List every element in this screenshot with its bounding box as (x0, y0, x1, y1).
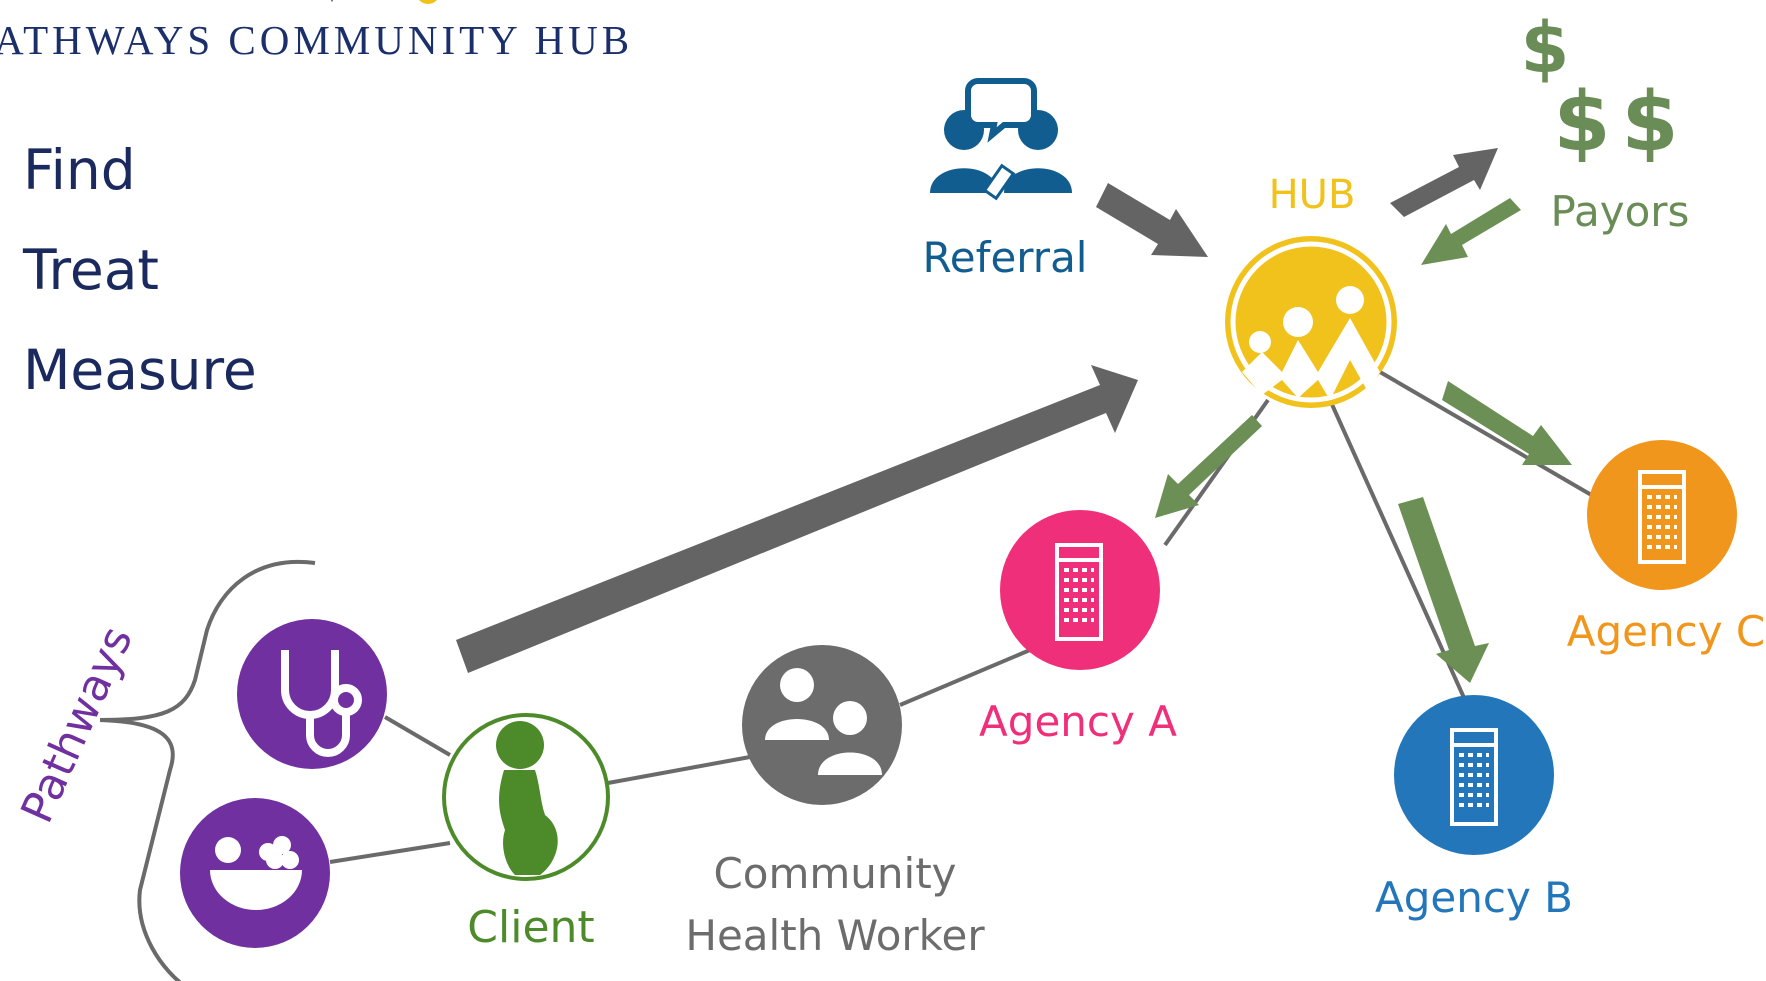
steps-list: . Find . Treat . Measure (0, 130, 257, 430)
arrow-hub-to-payors (1390, 148, 1498, 217)
step-treat: . Treat (0, 238, 159, 302)
arrow-hub-to-agency-b (1398, 497, 1489, 683)
client-label: Client (467, 902, 594, 953)
svg-text:$: $ (1621, 75, 1678, 170)
stethoscope-icon (281, 650, 362, 757)
chw-node (742, 645, 902, 805)
line-hub-agency-b (1328, 399, 1467, 701)
hub-logo-icon (1225, 236, 1397, 408)
chw-label-line2: Health Worker (685, 911, 985, 960)
pregnant-woman-icon (496, 721, 558, 875)
building-icon (1055, 543, 1103, 641)
two-people-icon (765, 668, 882, 775)
agency-c-node (1587, 440, 1737, 590)
client-node (442, 713, 610, 881)
chw-label-line1: Community (713, 849, 956, 898)
logo-subtitle: ATHWAYS COMMUNITY HUB (0, 17, 634, 63)
payors-label: Payors (1551, 187, 1690, 236)
line-client-chw (607, 755, 751, 785)
line-hub-agency-c (1378, 370, 1602, 502)
arrow-client-to-hub (456, 365, 1138, 673)
logo-mark-icon (331, 0, 437, 4)
agency-b-node (1394, 695, 1554, 855)
arrow-hub-to-agency-a (1155, 415, 1262, 518)
agency-c-label: Agency C (1567, 607, 1765, 656)
pathways-label: Pathways (11, 619, 142, 830)
hub-label: HUB (1269, 172, 1356, 218)
building-icon (1638, 470, 1686, 564)
referral-label: Referral (923, 233, 1088, 282)
agency-a-node (1000, 510, 1160, 670)
stethoscope-node (237, 619, 387, 769)
line-stethoscope-client (383, 715, 452, 757)
building-icon (1450, 728, 1498, 826)
fruit-bowl-node (180, 798, 330, 948)
svg-text:$: $ (1553, 75, 1610, 170)
arrow-referral-to-hub (1096, 183, 1208, 257)
svg-text:$: $ (1521, 7, 1570, 89)
referral-people-icon (930, 78, 1072, 201)
fruit-bowl-icon (210, 836, 302, 910)
dollar-signs-icon: $ $ $ (1521, 7, 1679, 170)
step-find: . Find (0, 138, 136, 202)
step-measure: . Measure (0, 338, 257, 402)
arrow-hub-to-agency-c (1442, 381, 1572, 465)
line-chw-agency-a (899, 648, 1031, 707)
arrow-payors-to-hub (1421, 198, 1521, 265)
line-fruit-client (329, 841, 451, 864)
agency-b-label: Agency B (1375, 873, 1573, 922)
pathways-bracket (99, 559, 316, 981)
agency-a-label: Agency A (979, 697, 1177, 746)
